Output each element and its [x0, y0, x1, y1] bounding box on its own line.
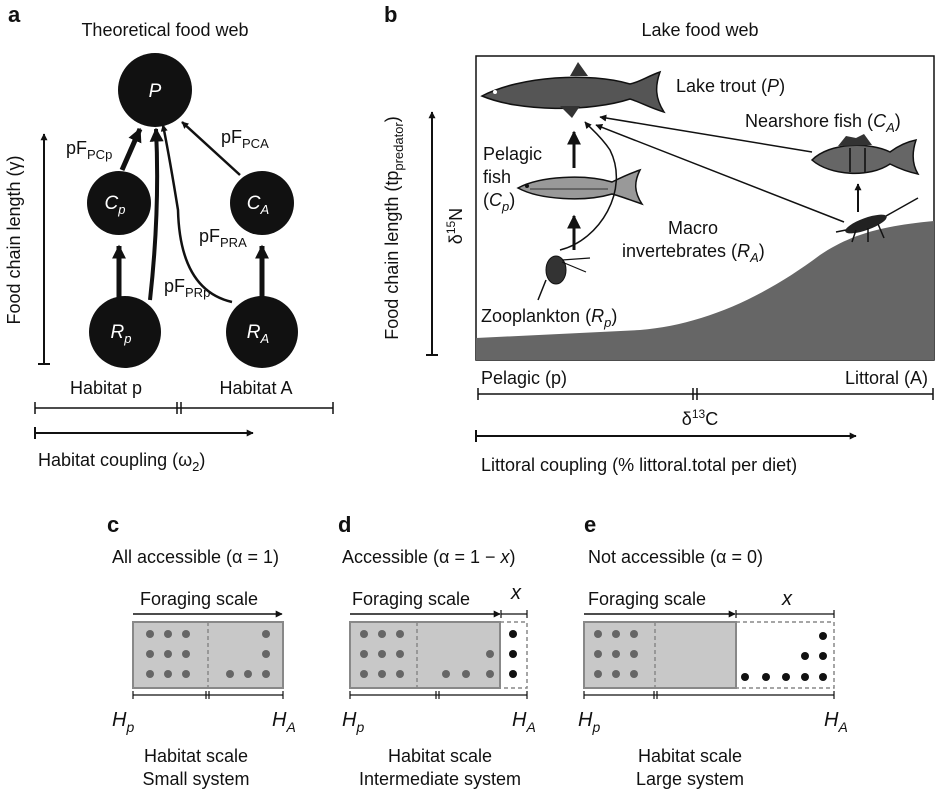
panel-c-letter: c: [107, 512, 119, 537]
pelagic-fish-illustration: [516, 168, 644, 206]
arrow-zooplankton-to-trout: [559, 121, 618, 251]
lake-bottom: [476, 221, 934, 360]
label-pelagic-fish-3: (Cp): [483, 190, 515, 214]
habitat-p-label: Habitat p: [70, 378, 142, 398]
arrow-cp-to-p: [119, 127, 143, 172]
panel-e-inaccessible-box: [735, 621, 835, 689]
label-pelagic-fish-2: fish: [483, 167, 511, 187]
panel-b-x-axis-inner-label: δ13C: [682, 407, 718, 429]
panel-d-individuals: [360, 630, 494, 678]
panel-b: b Lake food web Food chain length (tppre…: [382, 2, 935, 475]
node-rp: Rp: [89, 296, 161, 368]
panel-d-scale-line1: Habitat scale: [388, 746, 492, 766]
panel-e-individuals: [594, 630, 638, 678]
panel-b-title: Lake food web: [641, 20, 758, 40]
panel-c-hp: Hp: [112, 709, 134, 735]
nearshore-fish-illustration: [810, 134, 920, 176]
arrow-rp-to-p: [148, 127, 164, 301]
label-pelagic-zone: Pelagic (p): [481, 368, 567, 388]
label-macro-2: invertebrates (RA): [622, 241, 765, 265]
panel-e-inaccessible-individuals: [741, 632, 827, 681]
label-littoral-zone: Littoral (A): [845, 368, 928, 388]
panel-e-foraging-label: Foraging scale: [588, 589, 706, 609]
panel-c-scale-line1: Habitat scale: [144, 746, 248, 766]
panel-d-scale-line2: Intermediate system: [359, 769, 521, 789]
panel-d-x: x: [510, 582, 522, 604]
panel-d-habitat-bracket: [349, 691, 528, 699]
node-ca: CA: [230, 171, 294, 235]
panel-d-accessible-box: [349, 621, 501, 689]
panel-a-y-axis-label: Food chain length (γ): [4, 155, 24, 324]
panel-d-inaccessible-box: [499, 621, 528, 689]
panel-c-scale-line2: Small system: [142, 769, 249, 789]
habitat-bracket: [34, 402, 334, 414]
arrow-ca-to-p: [181, 121, 241, 176]
panel-c-condition: All accessible (α = 1): [112, 547, 279, 567]
panel-d-x-bracket: [500, 610, 528, 618]
panel-c-foraging-label: Foraging scale: [140, 589, 258, 609]
panel-e-x: x: [781, 588, 793, 610]
panel-c-ha: HA: [272, 709, 296, 735]
panel-c: c All accessible (α = 1) Foraging scale …: [107, 512, 296, 789]
panel-e-scale-line1: Habitat scale: [638, 746, 742, 766]
node-ra: RA: [226, 296, 298, 368]
zooplankton-illustration: [537, 255, 591, 301]
label-pfprp: pFPRp: [164, 276, 210, 300]
panel-e-ha: HA: [824, 709, 848, 735]
label-zooplankton: Zooplankton (Rp): [481, 306, 617, 330]
zone-bracket: [477, 388, 934, 400]
panel-d-condition: Accessible (α = 1 − x): [342, 547, 515, 567]
label-pfpca: pFPCA: [221, 127, 269, 151]
arrow-nearshore-to-trout: [599, 114, 813, 153]
arrow-invertebrate-to-trout: [595, 124, 845, 223]
panel-e-hp: Hp: [578, 709, 600, 735]
panel-c-habitat-bracket: [132, 691, 284, 699]
panel-a-title: Theoretical food web: [81, 20, 248, 40]
panel-b-y-axis-outer-label: Food chain length (tppredator): [382, 116, 406, 340]
panel-e-habitat-bracket: [583, 691, 835, 699]
panel-b-x-axis-outer-label: Littoral coupling (% littoral.total per …: [481, 455, 797, 475]
panel-d-hp: Hp: [342, 709, 364, 735]
label-macro-1: Macro: [668, 218, 718, 238]
node-p-label: P: [149, 81, 162, 102]
label-pelagic-fish-1: Pelagic: [483, 144, 542, 164]
panel-c-individuals: [146, 630, 270, 678]
lake-trout-illustration: [480, 62, 666, 118]
panel-a-x-axis-label: Habitat coupling (ω2): [38, 450, 205, 474]
arrow-ra-to-p: [160, 124, 233, 304]
label-nearshore-fish: Nearshore fish (CA): [745, 111, 901, 135]
node-cp: Cp: [87, 171, 151, 235]
panel-e-condition: Not accessible (α = 0): [588, 547, 763, 567]
panel-d-inaccessible-individuals: [509, 630, 517, 678]
panel-a-letter: a: [8, 2, 21, 27]
panel-e-x-bracket: [735, 610, 835, 618]
invertebrate-illustration: [835, 197, 919, 243]
label-pfpcp: pFPCp: [66, 138, 112, 162]
panel-b-y-axis-inner-label: δ15N: [444, 208, 466, 244]
panel-e-scale-line2: Large system: [636, 769, 744, 789]
panel-e-letter: e: [584, 512, 596, 537]
panel-d-foraging-label: Foraging scale: [352, 589, 470, 609]
panel-d-ha: HA: [512, 709, 536, 735]
panel-d: d Accessible (α = 1 − x) Foraging scale …: [338, 512, 536, 789]
habitat-a-label: Habitat A: [219, 378, 292, 398]
panel-e-accessible-box: [583, 621, 737, 689]
panel-a: a Theoretical food web Food chain length…: [4, 2, 334, 474]
panel-b-letter: b: [384, 2, 397, 27]
panel-e: e Not accessible (α = 0) Foraging scale …: [578, 512, 848, 789]
node-p: P: [118, 53, 192, 127]
label-pfpra: pFPRA: [199, 226, 247, 250]
panel-d-letter: d: [338, 512, 351, 537]
label-lake-trout: Lake trout (P): [676, 76, 785, 96]
